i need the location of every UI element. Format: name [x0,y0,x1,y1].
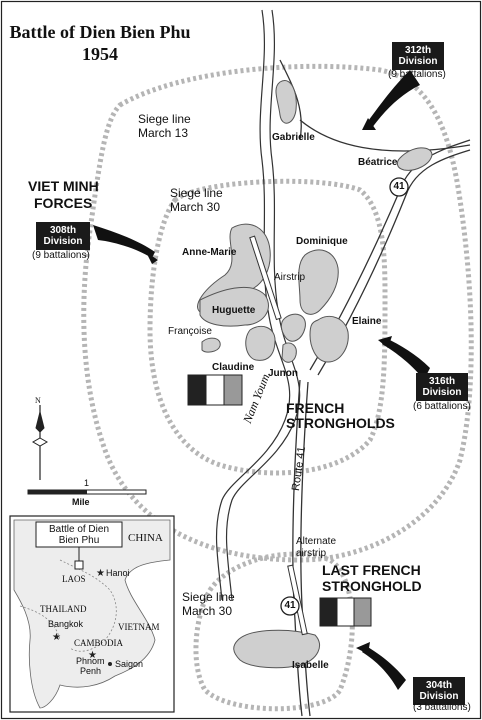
inset-thailand: THAILAND [40,604,87,614]
attack-arrows [93,70,430,690]
division-308-box: 308th Division [36,222,90,250]
label-isabelle: Isabelle [292,660,329,671]
inset-laos: LAOS [62,574,86,584]
french-flag-south [319,597,372,627]
label-alternate-airstrip-2: airstrip [296,548,327,559]
scale-label: Mile [72,497,90,507]
inset-map: ★ ★ ★ [9,515,175,713]
label-alternate-airstrip-1: Alternate [296,536,337,547]
inset-china: CHINA [128,532,163,544]
map-title-line1: Battle of Dien Bien Phu [9,22,191,42]
arrow-316 [378,336,430,380]
label-francoise: Françoise [168,326,212,337]
stronghold-junon [281,342,297,363]
label-junon: Junon [268,368,298,379]
inset-phnom-penh-star: ★ [88,650,97,661]
siege-march13-line1: Siege line [138,112,191,126]
division-312-battalions: (9 battalions) [388,69,446,80]
siege-march30-north-line2: March 30 [170,200,221,214]
siege-march30-north-line1: Siege line [170,186,223,200]
siege-lines [81,63,474,712]
inset-saigon: Saigon [115,659,144,669]
division-316-line2: Division [422,387,462,398]
french-flag-north [187,374,243,406]
compass-north-label: N [35,396,41,405]
french-strongholds-line1: FRENCH [286,400,345,416]
division-312-line2: Division [398,56,438,67]
arrow-304 [356,642,406,690]
label-dominique: Dominique [296,236,348,247]
inset-hanoi-star: ★ [96,568,105,579]
inset-phnom-2: Penh [80,666,102,676]
arrow-312 [362,70,420,130]
stronghold-huguette [199,286,269,327]
siege-line-march-30-south [193,551,355,712]
label-anne-marie: Anne-Marie [182,247,237,258]
siege-march30-south-line2: March 30 [182,604,233,618]
last-french-line1: LAST FRENCH [322,562,421,578]
label-gabrielle: Gabrielle [272,132,315,143]
siege-line-march-30-north [147,178,388,476]
inset-title-line2: Bien Phu [58,535,100,546]
inset-title-box: Battle of Dien Bien Phu [38,524,120,546]
map-title-line2: 1954 [82,44,118,64]
inset-cambodia: CAMBODIA [74,638,124,648]
inset-phnom-1: Phnom [76,656,105,666]
division-312-line1: 312th [404,45,432,56]
stronghold-beatrice [396,147,433,171]
division-308-line2: Division [43,236,83,247]
french-strongholds-line2: STRONGHOLDS [286,415,395,431]
route-shield-south-number: 41 [284,600,296,611]
division-308-battalions: (9 battalions) [32,250,90,261]
stronghold-claudine [245,325,276,361]
division-312-box: 312th Division [392,42,444,70]
label-huguette: Huguette [212,305,256,316]
inset-land [13,519,171,709]
siege-march13-line2: March 13 [138,126,189,140]
inset-hanoi: Hanoi [106,568,130,578]
division-316-line1: 316th [428,376,456,387]
inset-title-line1: Battle of Dien [48,524,110,535]
stronghold-gabrielle [275,80,297,124]
stronghold-francoise [201,337,221,353]
inset-location-box [74,560,84,570]
stronghold-isabelle [233,629,320,669]
route-41-north [299,119,471,152]
scale-value: 1 [84,478,90,488]
route-shield-north-number: 41 [393,181,405,192]
forces-line1: VIET MINH [28,178,99,194]
division-316-battalions: (6 battalions) [413,401,471,412]
division-304-battalions: (3 battalions) [413,702,471,713]
airstrip-main [249,235,282,321]
label-airstrip: Airstrip [274,272,306,283]
route-shield-south [280,596,300,616]
division-308-line1: 308th [49,225,77,236]
route-shield-north [389,177,409,197]
arrow-308 [93,225,158,264]
compass-rose [31,405,49,480]
last-french-line2: STRONGHOLD [322,578,422,594]
strongholds [197,80,433,669]
division-304-line1: 304th [425,680,453,691]
label-elaine: Elaine [352,316,382,327]
stronghold-dominique [298,249,339,315]
label-beatrice: Béatrice [358,157,398,168]
inset-vietnam: VIETNAM [118,622,160,632]
forces-line2: FORCES [34,195,93,211]
inset-saigon-dot [108,662,112,666]
scale-bar [27,489,147,495]
inset-bangkok-star: ★ [52,632,61,643]
division-304-line2: Division [419,691,459,702]
siege-march30-south-line1: Siege line [182,590,235,604]
label-claudine: Claudine [212,362,255,373]
roads [279,59,471,717]
division-304-box: 304th Division [413,677,465,705]
division-316-box: 316th Division [416,373,468,401]
stronghold-center [280,313,306,342]
stronghold-elaine [309,316,349,363]
inset-bangkok: Bangkok [48,619,84,629]
